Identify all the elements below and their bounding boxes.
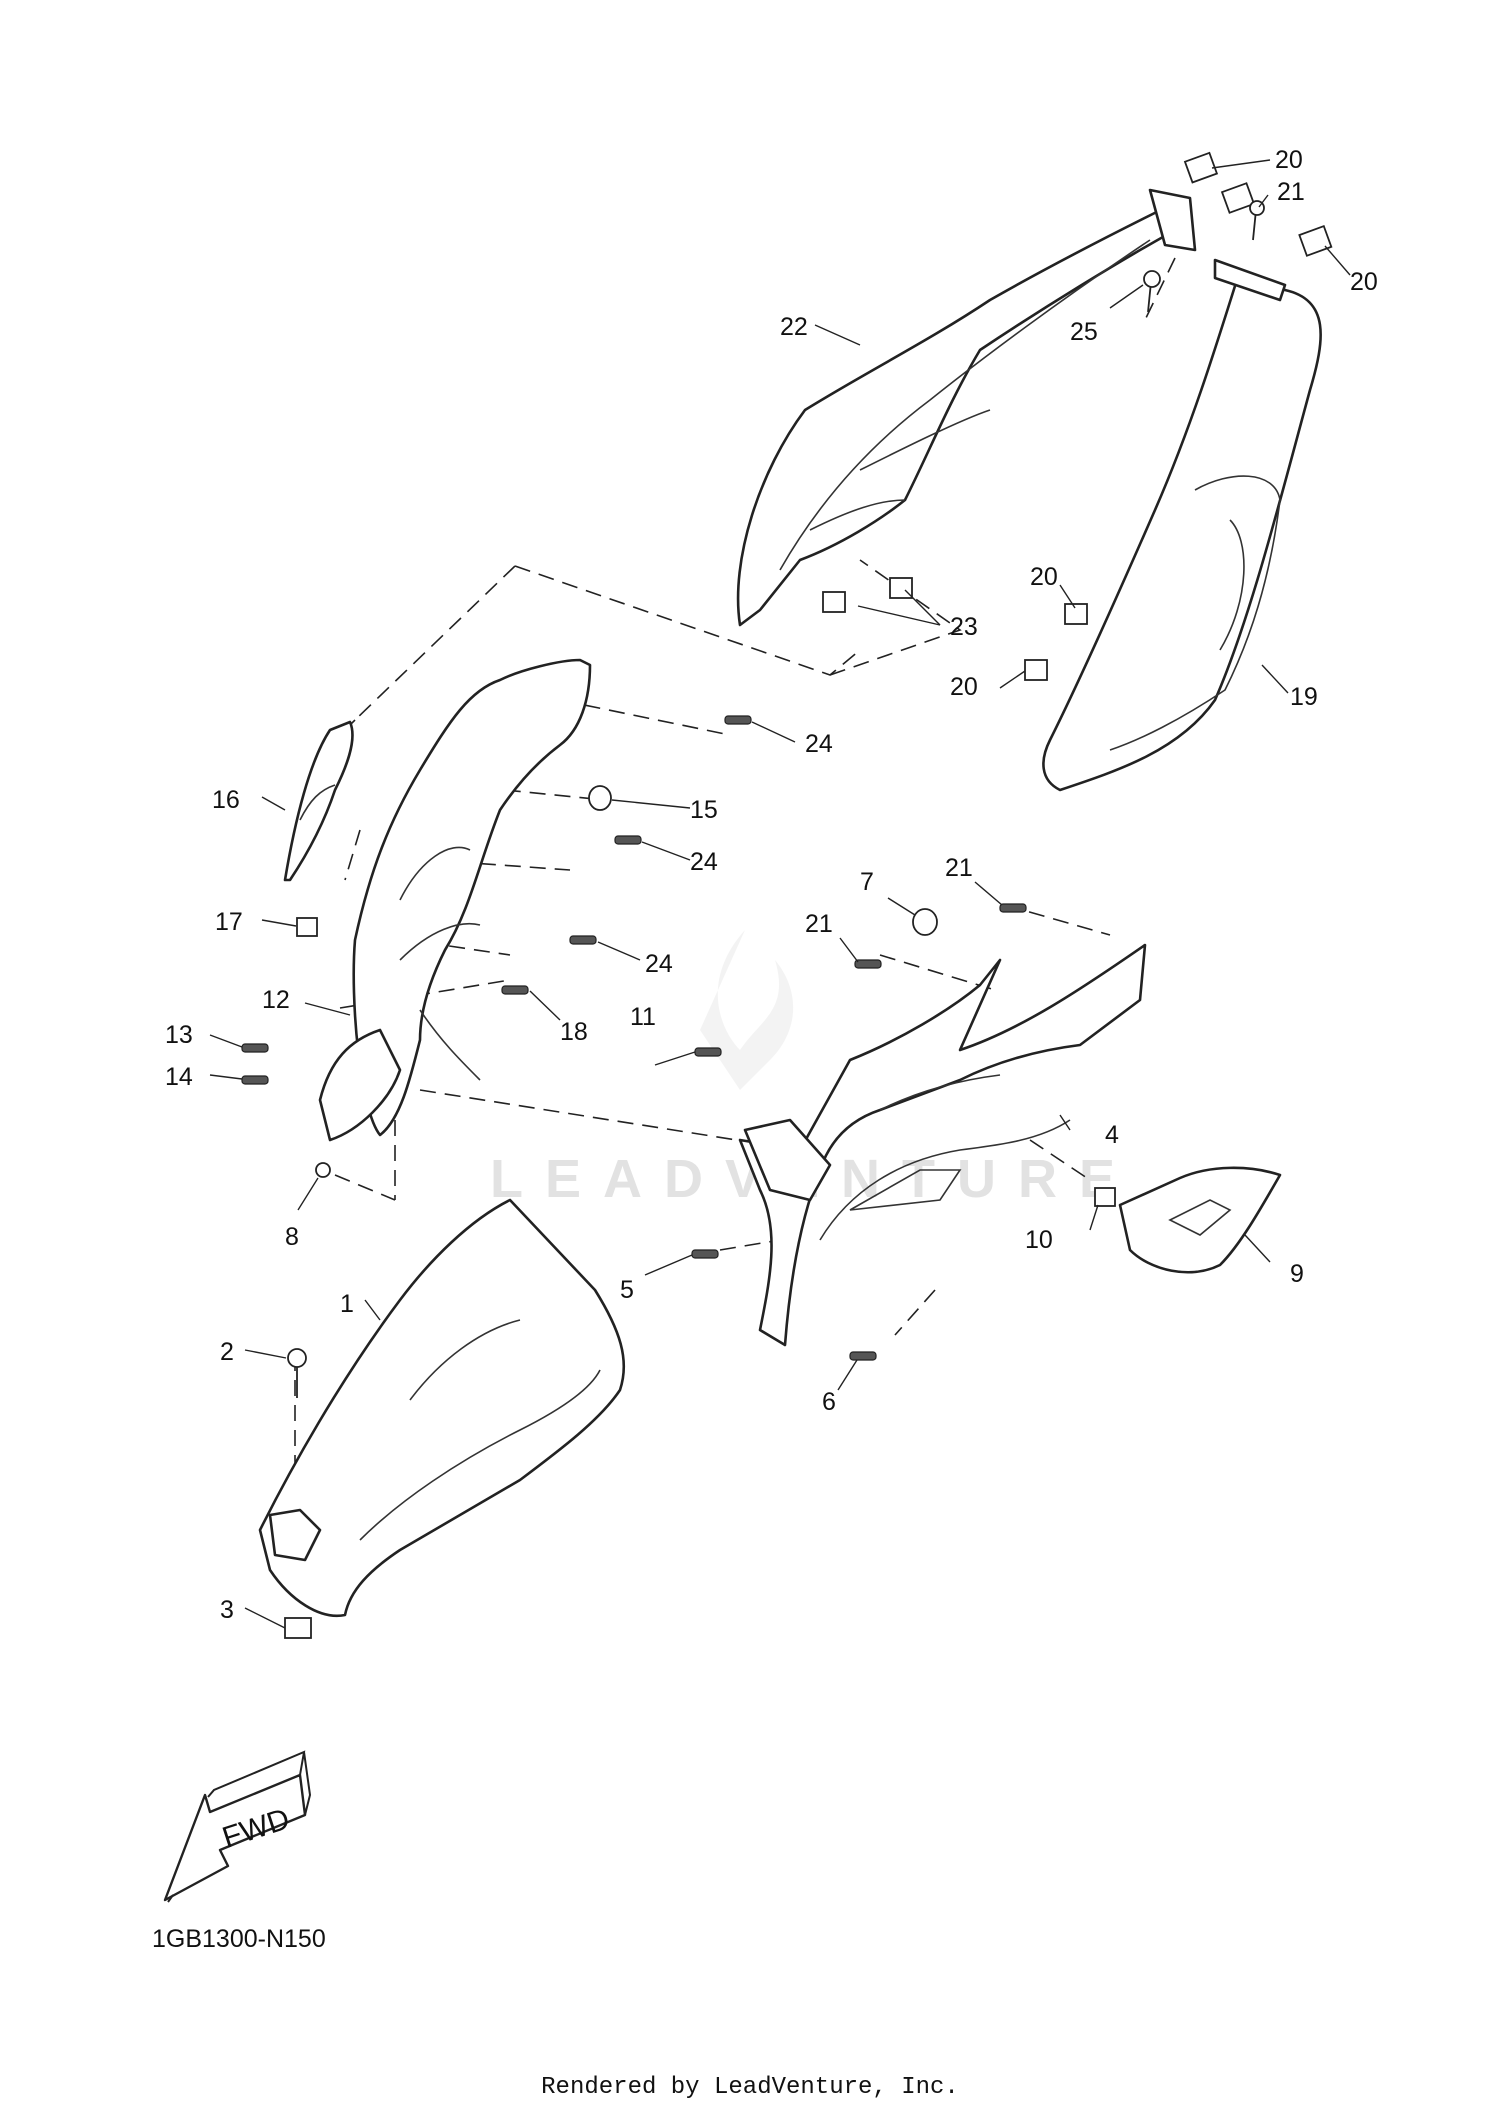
- callout-24-c: 24: [645, 950, 673, 978]
- callout-20-c: 20: [1030, 563, 1058, 591]
- forward-direction-arrow: FWD: [163, 1750, 312, 1903]
- diagram-code: 1GB1300-N150: [152, 1925, 326, 1953]
- part-9-trim: [1118, 1166, 1282, 1274]
- part-16-front-cover: [283, 720, 354, 882]
- callout-20-b: 20: [1350, 268, 1378, 296]
- callout-21-c: 21: [805, 910, 833, 938]
- watermark-logo: [700, 930, 794, 1090]
- callout-10: 10: [1025, 1226, 1053, 1254]
- callout-2: 2: [220, 1338, 234, 1366]
- callout-23: 23: [950, 613, 978, 641]
- callout-labels: 20 21 20 25 22 20 23 20 19 24 16 15 24 7…: [165, 146, 1378, 1624]
- assembly-lines: [294, 257, 1176, 1585]
- part-4-side-cover: [738, 943, 1147, 1347]
- callout-7: 7: [860, 868, 874, 896]
- callout-14: 14: [165, 1063, 193, 1091]
- callout-21-b: 21: [945, 854, 973, 882]
- callout-20-a: 20: [1275, 146, 1303, 174]
- callout-16: 16: [212, 786, 240, 814]
- callout-21-a: 21: [1277, 178, 1305, 206]
- callout-1: 1: [340, 1290, 354, 1318]
- part-12-inner-cover: [318, 658, 592, 1142]
- callout-4: 4: [1105, 1121, 1119, 1149]
- callout-22: 22: [780, 313, 808, 341]
- callout-19: 19: [1290, 683, 1318, 711]
- callout-18: 18: [560, 1018, 588, 1046]
- part-19-side-cover-long: [1042, 258, 1322, 792]
- callout-12: 12: [262, 986, 290, 1014]
- callout-20-d: 20: [950, 673, 978, 701]
- render-credit: Rendered by LeadVenture, Inc.: [541, 2074, 959, 2101]
- callout-9: 9: [1290, 1260, 1304, 1288]
- part-22-rear-side-cover: [736, 188, 1197, 627]
- callout-13: 13: [165, 1021, 193, 1049]
- callout-3: 3: [220, 1596, 234, 1624]
- callout-17: 17: [215, 908, 243, 936]
- callout-24-b: 24: [690, 848, 718, 876]
- callout-25: 25: [1070, 318, 1098, 346]
- hardware: [241, 151, 1333, 1639]
- callout-15: 15: [690, 796, 718, 824]
- callout-24-a: 24: [805, 730, 833, 758]
- leader-lines: [209, 159, 1351, 1629]
- callout-8: 8: [285, 1223, 299, 1251]
- part-1-lower-cover: [258, 1198, 626, 1618]
- callout-11: 11: [630, 1003, 656, 1031]
- callout-5: 5: [620, 1276, 634, 1304]
- callout-6: 6: [822, 1388, 836, 1416]
